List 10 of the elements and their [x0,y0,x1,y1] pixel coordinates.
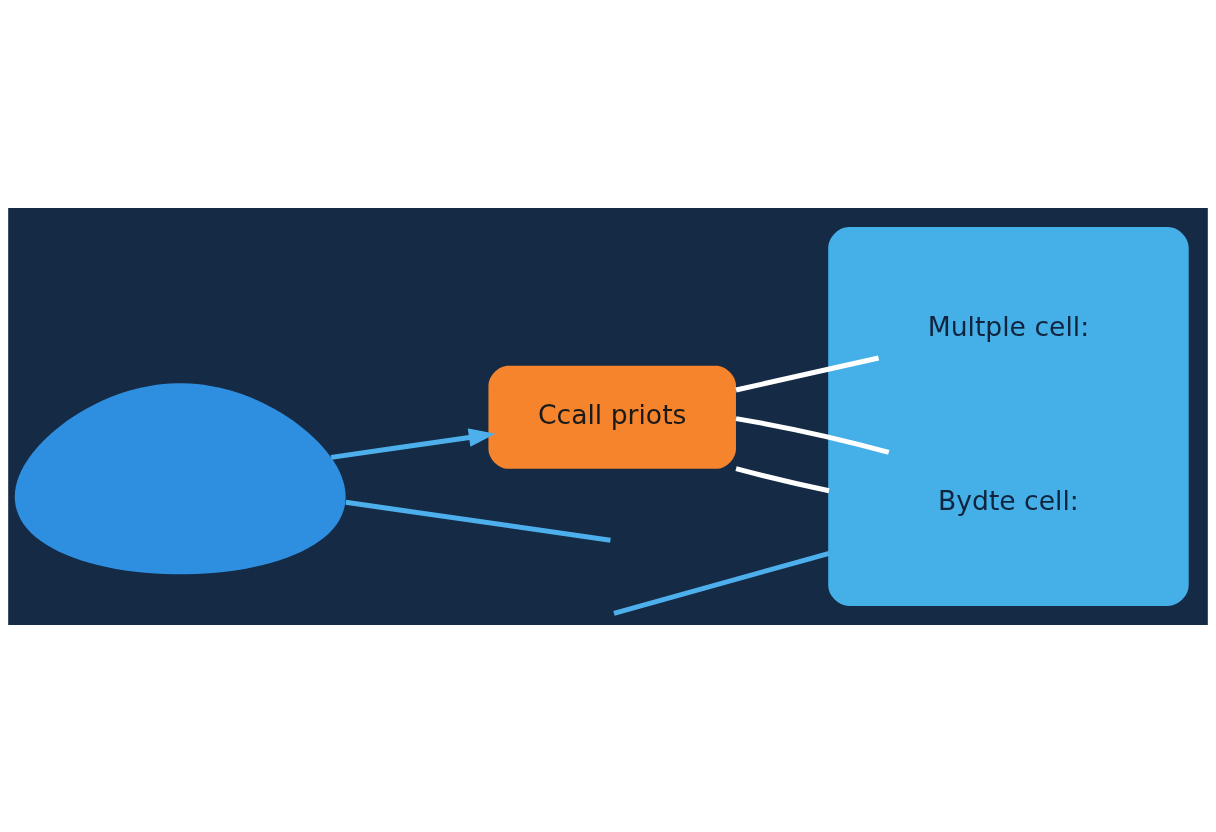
arrow [330,427,496,460]
connector [735,415,890,455]
node-box: Ccall priots [488,365,736,469]
connector [735,355,880,392]
node-text: Bydte cell: [938,484,1079,516]
node-text: Multple cell: [927,310,1090,342]
cluster [828,226,1189,606]
connector [613,550,830,616]
connector [345,499,611,543]
node-cloud [14,382,346,574]
